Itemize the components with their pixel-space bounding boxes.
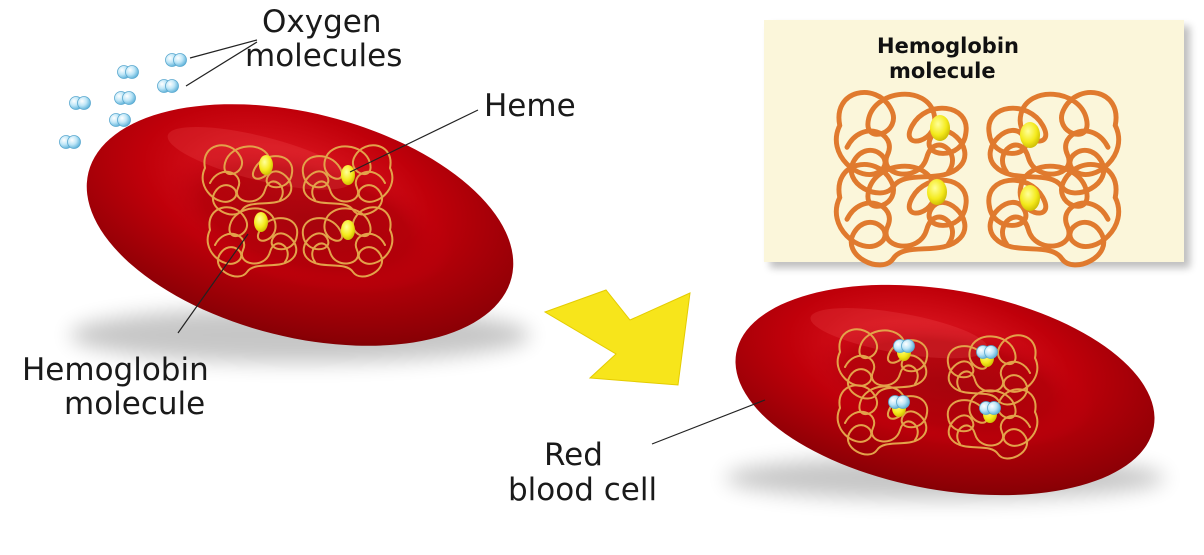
oxygen-molecule-icon <box>980 402 1001 415</box>
label-rbc-line2: blood cell <box>508 472 657 508</box>
label-oxygen-line2: molecules <box>245 38 402 74</box>
oxygen-molecule-icon <box>894 340 915 353</box>
pointer-rbc <box>652 400 765 444</box>
heme-icon <box>254 212 268 232</box>
oxygen-molecule-icon <box>110 114 131 127</box>
label-rbc-line1: Red <box>544 437 603 473</box>
red-blood-cell-deoxygenated <box>61 64 538 387</box>
heme-icon <box>259 155 273 175</box>
oxygen-molecule-icon <box>158 80 179 93</box>
heme-icon <box>1020 122 1040 148</box>
transition-arrow-icon <box>545 290 690 385</box>
inset-title-line2: molecule <box>889 59 996 83</box>
label-hemoglobin-line1: Hemoglobin <box>22 352 209 388</box>
label-heme: Heme <box>484 88 576 124</box>
oxygen-molecule-icon <box>889 396 910 409</box>
red-blood-cell-oxygenated <box>719 255 1171 526</box>
heme-icon <box>930 115 950 141</box>
heme-icon <box>1020 185 1040 211</box>
hemoglobin-molecule-inset: Hemoglobin molecule <box>764 20 1190 268</box>
heme-icon <box>341 165 355 185</box>
inset-title-line1: Hemoglobin <box>877 34 1019 58</box>
oxygen-molecule-icon <box>118 66 139 79</box>
heme-icon <box>341 220 355 240</box>
oxygen-molecule-icon <box>115 92 136 105</box>
label-oxygen-line1: Oxygen <box>262 4 382 40</box>
oxygen-molecule-icon <box>977 346 998 359</box>
label-hemoglobin-line2: molecule <box>64 386 205 422</box>
oxygen-molecule-icon <box>70 97 91 110</box>
oxygen-molecule-icon <box>166 54 187 67</box>
oxygen-molecule-icon <box>60 136 81 149</box>
heme-icon <box>927 179 947 205</box>
